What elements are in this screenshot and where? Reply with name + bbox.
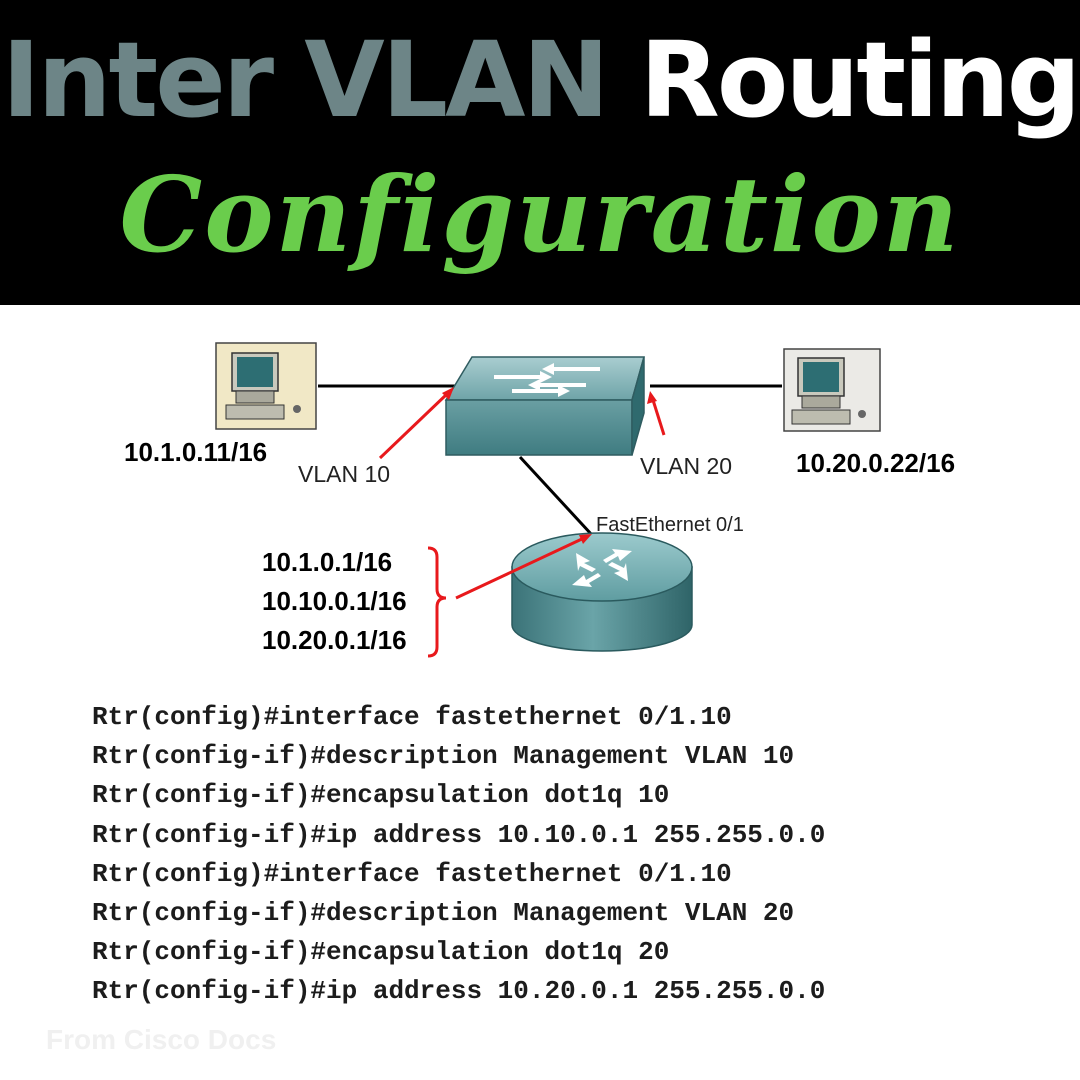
title-banner: Inter VLAN Routing Configuration xyxy=(0,0,1080,305)
config-line: Rtr(config-if)#ip address 10.20.0.1 255.… xyxy=(92,976,826,1007)
vlan-10-label: VLAN 10 xyxy=(298,461,391,487)
pc-left-ip: 10.1.0.11/16 xyxy=(124,437,268,467)
config-line: Rtr(config-if)#encapsulation dot1q 20 xyxy=(92,937,670,968)
config-line: Rtr(config-if)#description Management VL… xyxy=(92,897,795,928)
network-diagram: 10.1.0.11/16 10.20.0.22/16 VLAN 10 VLAN … xyxy=(0,305,1080,695)
router-address-2: 10.10.0.1/16 xyxy=(262,586,407,616)
pc-right-ip: 10.20.0.22/16 xyxy=(796,448,956,478)
cable-switch-router xyxy=(518,455,594,537)
router-address-1: 10.1.0.1/16 xyxy=(262,547,393,577)
page-subtitle: Configuration xyxy=(119,153,961,276)
config-line: Rtr(config-if)#encapsulation dot1q 10 xyxy=(92,780,670,811)
title-part-inter-vlan: Inter VLAN xyxy=(1,19,610,141)
pc-left-icon xyxy=(215,342,317,430)
title-part-routing: Routing xyxy=(639,19,1080,141)
router-interface-label: FastEthernet 0/1 xyxy=(596,514,744,536)
config-line: Rtr(config)#interface fastethernet 0/1.1… xyxy=(92,702,732,732)
config-line: Rtr(config-if)#ip address 10.10.0.1 255.… xyxy=(92,819,826,850)
source-credit: From Cisco Docs xyxy=(46,1024,277,1055)
switch-icon xyxy=(444,356,645,456)
address-bracket xyxy=(427,546,447,658)
vlan-20-label: VLAN 20 xyxy=(640,453,733,479)
router-icon xyxy=(511,532,693,652)
router-address-3: 10.20.0.1/16 xyxy=(262,625,407,655)
vlan-arrows xyxy=(378,387,666,600)
network-topology-drawing xyxy=(215,342,881,658)
page-title: Inter VLAN Routing xyxy=(0,20,1080,140)
pc-right-icon xyxy=(783,348,881,432)
config-line: Rtr(config-if)#description Management VL… xyxy=(92,741,795,772)
config-commands: Rtr(config)#interface fastethernet 0/1.1… xyxy=(92,698,825,1012)
config-line: Rtr(config)#interface fastethernet 0/1.1… xyxy=(92,858,732,889)
